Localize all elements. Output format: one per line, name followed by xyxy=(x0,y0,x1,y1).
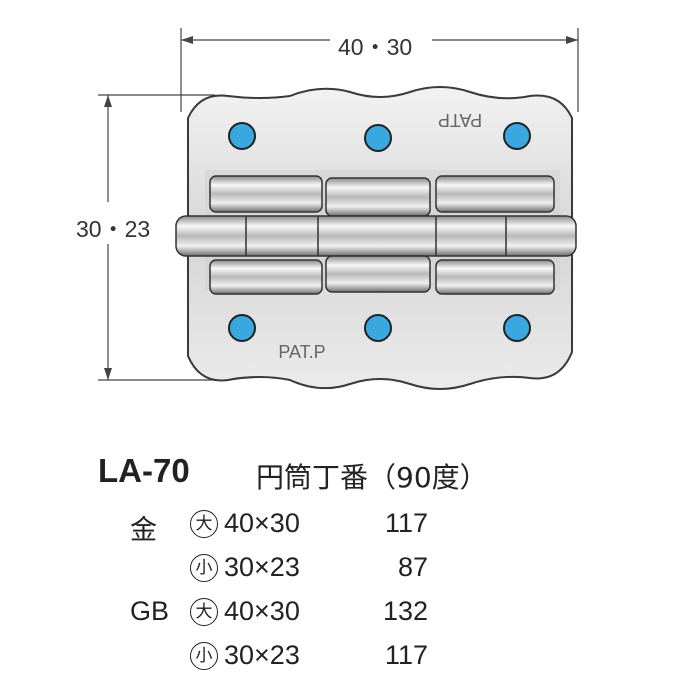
screw-hole xyxy=(228,314,256,342)
size-mark: 大 xyxy=(190,598,218,626)
size-value: 40×30 xyxy=(224,596,300,626)
price-value: 132 xyxy=(382,596,428,626)
size-value: 30×23 xyxy=(224,552,300,582)
product-code: LA-70 xyxy=(98,452,190,489)
size-value: 30×23 xyxy=(224,640,300,670)
hinge-pin xyxy=(175,215,577,257)
stamp-top: PATP xyxy=(438,110,482,130)
price-value: 87 xyxy=(397,552,428,582)
screw-hole xyxy=(228,122,256,150)
height-dimension-line xyxy=(98,94,215,381)
screw-hole xyxy=(364,314,392,342)
size-mark: 大 xyxy=(190,510,218,538)
stamp-bottom: PAT.P xyxy=(278,342,325,362)
price-row: 小 30×23 87 xyxy=(130,552,440,592)
width-dimension-label: 40・30 xyxy=(338,34,413,60)
size-mark: 小 xyxy=(190,642,218,670)
size-mark: 小 xyxy=(190,554,218,582)
price-row: 小 30×23 117 xyxy=(130,640,440,680)
finish-label: 金 xyxy=(130,515,157,545)
finish-label: GB xyxy=(130,596,170,626)
size-value: 40×30 xyxy=(224,508,300,538)
screw-hole xyxy=(503,122,531,150)
hinge-knuckles-lower xyxy=(209,255,555,295)
height-dimension-label: 30・23 xyxy=(74,210,153,244)
hinge-knuckles-upper xyxy=(209,175,555,217)
price-row: GB 大 40×30 132 xyxy=(130,596,440,636)
product-name: 円筒丁番（90度） xyxy=(256,461,488,494)
width-dimension-line xyxy=(180,28,579,112)
screw-holes xyxy=(228,122,531,342)
hinge-drawing: PATP PAT.P xyxy=(98,28,579,390)
price-row: 金 大 40×30 117 xyxy=(130,508,440,548)
screw-hole xyxy=(503,314,531,342)
price-value: 117 xyxy=(384,640,428,670)
screw-hole xyxy=(364,124,392,152)
price-value: 117 xyxy=(384,508,428,538)
